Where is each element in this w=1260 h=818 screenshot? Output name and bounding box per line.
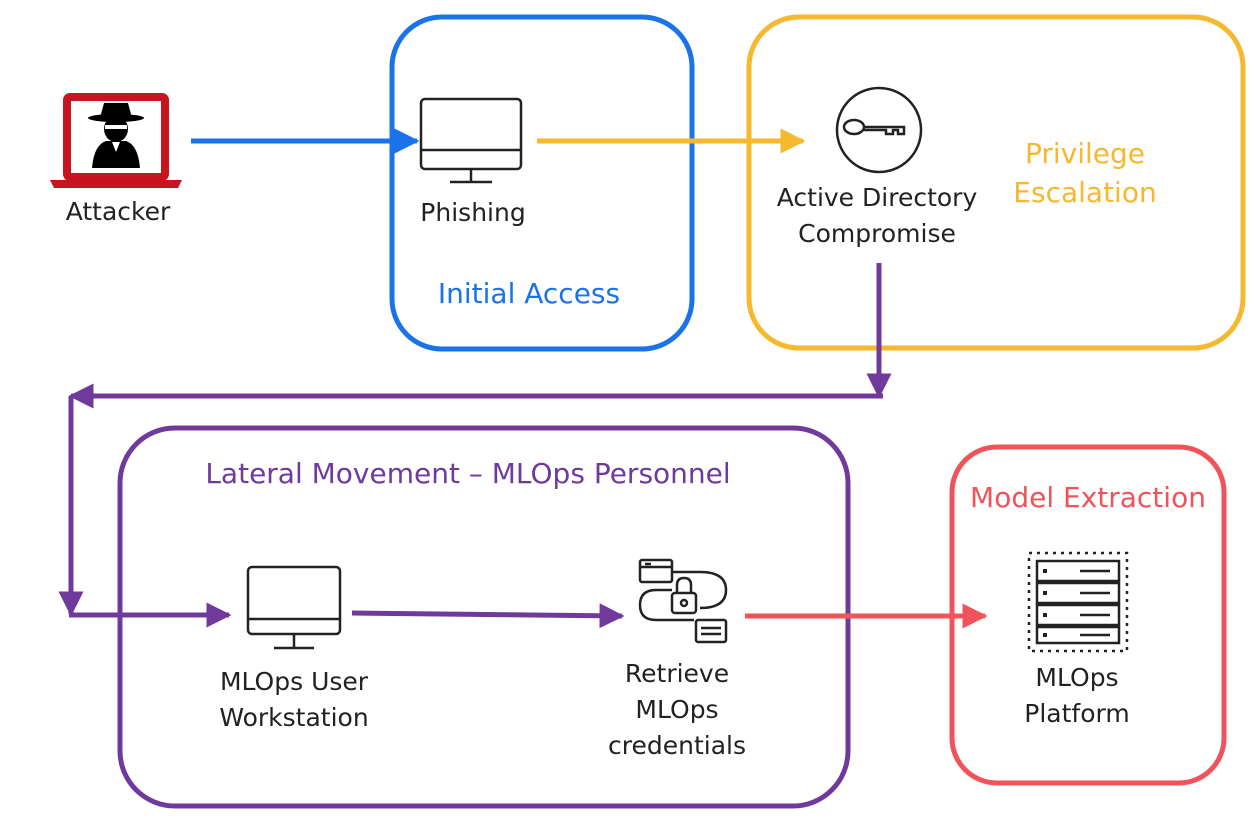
key-icon bbox=[835, 86, 923, 174]
lateral-movement-title: Lateral Movement – MLOps Personnel bbox=[205, 457, 730, 490]
retrieve-credentials-label-line3: credentials bbox=[608, 731, 746, 760]
model-extraction-title: Model Extraction bbox=[970, 481, 1206, 514]
active-directory-label-line2: Compromise bbox=[798, 219, 956, 248]
initial-access-title: Initial Access bbox=[438, 277, 620, 310]
phishing-label: Phishing bbox=[420, 198, 525, 227]
retrieve-credentials-label-line1: Retrieve bbox=[625, 659, 729, 688]
mlops-platform-label-line2: Platform bbox=[1024, 699, 1129, 728]
privilege-escalation-title-line2: Escalation bbox=[1013, 176, 1156, 209]
attacker-label: Attacker bbox=[66, 197, 171, 226]
mlops-workstation-label-line1: MLOps User bbox=[220, 667, 369, 696]
server-rack-icon bbox=[1027, 551, 1129, 653]
retrieve-credentials-label-line2: MLOps bbox=[635, 695, 718, 724]
desktop-monitor-icon bbox=[246, 565, 342, 650]
mlops-workstation-label-line2: Workstation bbox=[219, 703, 368, 732]
arrow-workstation-to-credentials bbox=[351, 603, 625, 629]
desktop-monitor-icon bbox=[419, 97, 523, 184]
mlops-platform-label-line1: MLOps bbox=[1035, 663, 1118, 692]
initial-access-stage-box bbox=[389, 14, 695, 352]
privilege-escalation-title-line1: Privilege bbox=[1025, 137, 1145, 170]
active-directory-label-line1: Active Directory bbox=[777, 183, 978, 212]
privilege-escalation-stage-box bbox=[746, 14, 1246, 351]
hooded-hacker-laptop-icon bbox=[50, 93, 182, 188]
credentials-lock-icon bbox=[638, 558, 728, 644]
